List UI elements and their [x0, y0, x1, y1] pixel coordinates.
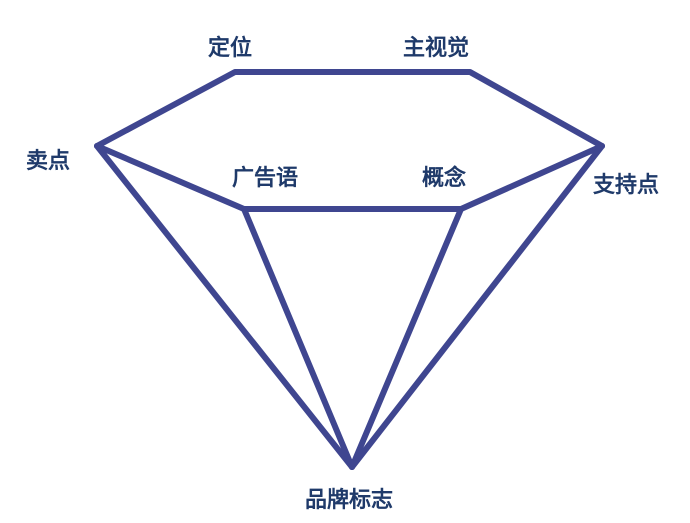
- label-concept: 概念: [422, 166, 467, 191]
- crown-outline: [94, 69, 605, 149]
- label-key-visual: 主视觉: [403, 36, 470, 61]
- facet-left-outer: [94, 143, 355, 470]
- label-support-point: 支持点: [593, 173, 660, 198]
- facet-right-outer: [349, 143, 605, 470]
- facet-left-inner: [241, 206, 355, 470]
- table-outline: [94, 143, 605, 212]
- label-positioning: 定位: [208, 36, 253, 61]
- label-selling-point: 卖点: [26, 149, 71, 174]
- facet-right-inner: [349, 206, 464, 470]
- label-slogan: 广告语: [232, 166, 299, 191]
- label-brand-logo: 品牌标志: [305, 488, 394, 513]
